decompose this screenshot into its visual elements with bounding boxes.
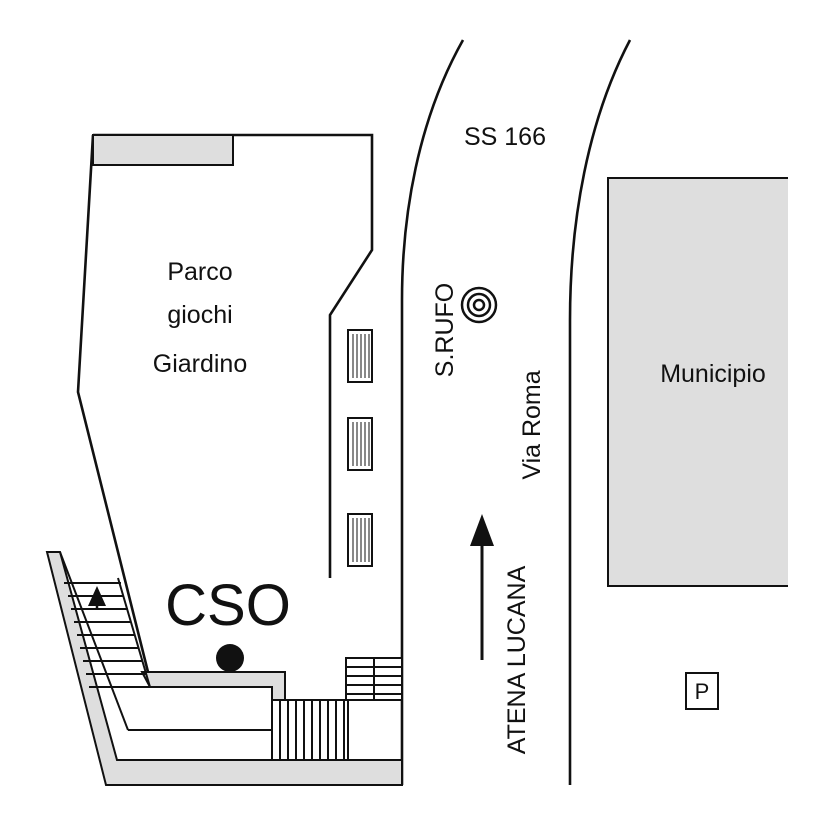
- park-left-edge: [76, 134, 152, 681]
- atena-lucana-label: ATENA LUCANA: [503, 565, 531, 754]
- park-label-line2: giochi: [167, 301, 232, 329]
- right-stairs: [345, 657, 403, 701]
- benches: [347, 329, 373, 567]
- park-label-line3: Giardino: [153, 350, 248, 378]
- cso-marker-icon: [216, 644, 244, 672]
- direction-arrow-up-icon: [470, 514, 494, 660]
- park-label-line1: Parco: [167, 258, 232, 286]
- bottom-stairs: [271, 699, 349, 761]
- park-top-gray-strip: [92, 134, 234, 166]
- parking-sign-icon: P: [685, 672, 719, 710]
- cso-ledge: [140, 671, 286, 701]
- bench-icon: [347, 329, 373, 383]
- stairs-arrow-up-icon: [88, 586, 106, 610]
- park-outline: [93, 133, 374, 578]
- via-roma-label: Via Roma: [518, 370, 546, 479]
- municipio-label: Municipio: [660, 360, 766, 388]
- municipio-building: [608, 178, 788, 586]
- road-number-label: SS 166: [464, 123, 546, 151]
- road-right-edge: [568, 39, 632, 785]
- bench-icon: [347, 417, 373, 471]
- parking-label: P: [695, 679, 710, 704]
- bench-icon: [347, 513, 373, 567]
- municipio-outline: [607, 177, 788, 587]
- cso-label: CSO: [165, 573, 291, 638]
- road-left-edge: [400, 39, 465, 785]
- s-rufo-target-icon: [460, 286, 498, 324]
- s-rufo-label: S.RUFO: [431, 283, 459, 377]
